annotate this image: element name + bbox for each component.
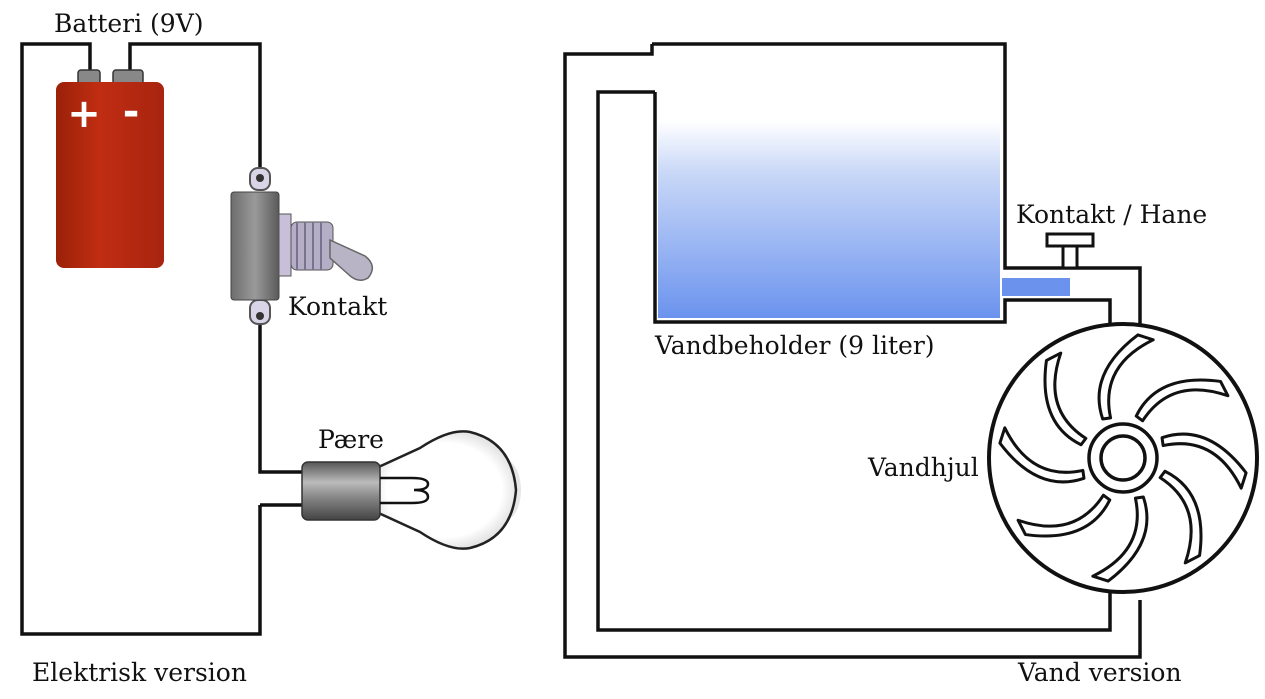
wheel-blade — [1134, 378, 1230, 423]
water-caption: Vand version — [1017, 658, 1182, 687]
light-bulb — [301, 430, 521, 550]
toggle-switch — [230, 167, 374, 325]
water-pipes — [563, 42, 1142, 659]
battery: + - — [56, 69, 164, 268]
wheel-blade — [1097, 333, 1155, 421]
tap-label: Kontakt / Hane — [1016, 200, 1207, 229]
water-version: Kontakt / Hane Vandbeholder (9 liter) Va… — [563, 42, 1259, 687]
battery-plus-sign: + — [67, 91, 101, 137]
tank-label: Vandbeholder (9 liter) — [654, 331, 935, 360]
wheel-blade — [1016, 493, 1112, 538]
bulb-label: Pære — [318, 425, 384, 454]
wheel-blades — [998, 333, 1248, 583]
wheel-blade — [998, 426, 1086, 484]
water-surface — [658, 94, 1000, 113]
water-wheel — [987, 322, 1259, 594]
wheel-blade — [1158, 469, 1203, 565]
electric-version: + - Batteri (9V) Kontakt Pære — [20, 9, 521, 687]
electric-wire — [20, 42, 305, 636]
wheel-blade — [1091, 495, 1149, 583]
battery-label: Batteri (9V) — [54, 9, 204, 38]
battery-minus-sign: - — [123, 89, 140, 135]
electric-caption: Elektrisk version — [32, 658, 247, 687]
wheel-label: Vandhjul — [867, 453, 979, 482]
tap-valve — [1045, 232, 1095, 270]
wheel-blade — [1043, 351, 1088, 447]
switch-label: Kontakt — [288, 292, 387, 321]
water-in-tank — [658, 94, 1000, 318]
wheel-blade — [1160, 432, 1248, 490]
